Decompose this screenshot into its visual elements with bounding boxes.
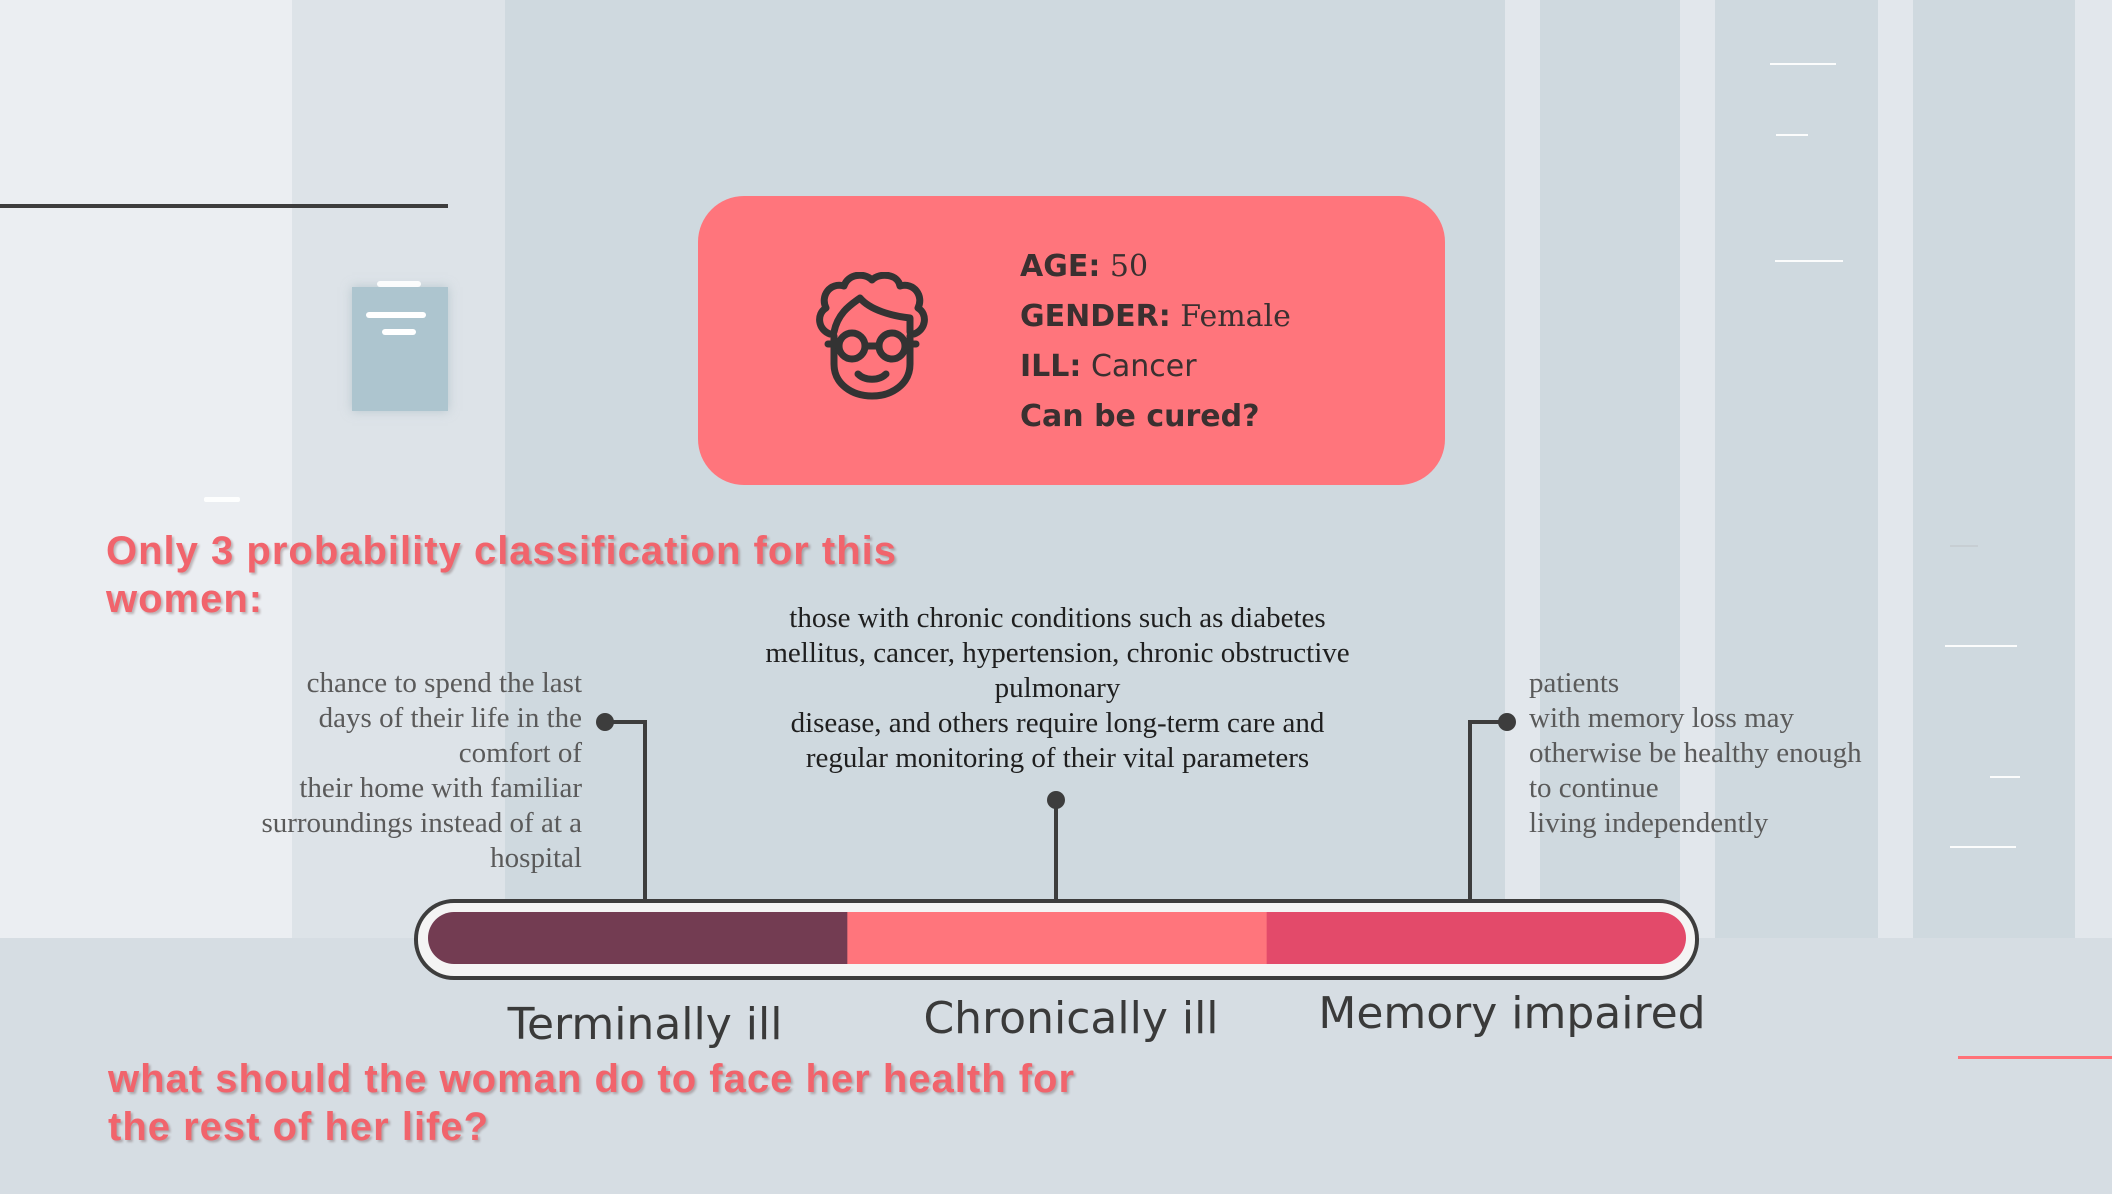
description-line: living independently: [1529, 807, 1769, 839]
ill-value: Cancer: [1090, 349, 1197, 384]
category-label-memory-impaired: Memory impaired: [1318, 988, 1706, 1039]
description-line: with memory loss may: [1529, 702, 1795, 734]
decorative-dash: [1775, 260, 1843, 262]
note-line: [366, 312, 426, 318]
classification-heading: Only 3 probability classification for th…: [106, 529, 898, 621]
background-gap: [1680, 0, 1715, 940]
category-label-chronically-ill: Chronically ill: [923, 993, 1219, 1044]
age-value: 50: [1109, 249, 1149, 284]
category-label-terminally-ill: Terminally ill: [507, 999, 783, 1050]
decorative-dash: [1950, 846, 2016, 848]
ill-row: ILL: Cancer: [1020, 342, 1291, 392]
background-gap: [1505, 0, 1540, 940]
decorative-accent-line: [1958, 1056, 2112, 1059]
question-footer: what should the woman do to face her hea…: [108, 1057, 1076, 1149]
patient-details: AGE: 50 GENDER: Female ILL: Cancer Can b…: [1020, 242, 1291, 442]
background-gap: [1878, 0, 1913, 940]
description-line: to continue: [1529, 772, 1659, 804]
background-panel-left: [0, 0, 292, 940]
bar-segment-terminally-ill: [428, 912, 849, 964]
background-panel-right: [1540, 0, 1680, 940]
decorative-dash: [377, 281, 421, 287]
connector-dot-memory-impaired: [1498, 713, 1516, 731]
connector-terminally-ill: [605, 720, 647, 901]
decorative-dash: [1990, 776, 2020, 778]
note-line: [382, 329, 416, 335]
description-line: hospital: [490, 842, 582, 874]
background-gap: [2075, 0, 2112, 940]
decorative-dash: [204, 497, 240, 502]
connector-dot-chronically-ill: [1047, 791, 1065, 809]
decorative-dash: [1950, 545, 1978, 547]
description-line: pulmonary: [994, 672, 1121, 704]
description-line: surroundings instead of at a: [261, 807, 582, 839]
description-line: mellitus, cancer, hypertension, chronic …: [765, 637, 1350, 669]
background-panel-mid: [292, 0, 505, 940]
gender-value: Female: [1180, 299, 1291, 334]
decorative-dash: [1770, 63, 1836, 65]
description-line: their home with familiar: [299, 772, 582, 804]
wall-note-decoration: [352, 287, 448, 411]
description-line: chance to spend the last: [306, 667, 582, 699]
cure-question: Can be cured?: [1020, 399, 1260, 434]
decorative-dash: [1776, 134, 1808, 136]
connector-dot-terminally-ill: [596, 713, 614, 731]
elderly-woman-glasses-icon: [816, 272, 928, 400]
description-line: patients: [1529, 667, 1620, 699]
description-line: comfort of: [458, 737, 582, 769]
gender-label: GENDER:: [1020, 299, 1171, 334]
decorative-dash: [1945, 645, 2017, 647]
decorative-rule: [0, 204, 448, 208]
chronically-ill-description: those with chronic conditions such as di…: [700, 601, 1415, 776]
background-floor: [0, 938, 2112, 1194]
connector-memory-impaired: [1468, 720, 1507, 901]
bar-segment-memory-impaired: [1266, 912, 1686, 964]
age-row: AGE: 50: [1020, 242, 1291, 292]
bar-segment-chronically-ill: [847, 912, 1268, 964]
age-label: AGE:: [1020, 249, 1101, 284]
description-line: days of their life in the: [318, 702, 582, 734]
patient-info-card: AGE: 50 GENDER: Female ILL: Cancer Can b…: [698, 196, 1445, 485]
description-line: those with chronic conditions such as di…: [789, 602, 1326, 634]
description-line: otherwise be healthy enough: [1529, 737, 1862, 769]
ill-label: ILL:: [1020, 349, 1082, 384]
background-panel-right: [1715, 0, 1878, 940]
gender-row: GENDER: Female: [1020, 292, 1291, 342]
description-line: disease, and others require long-term ca…: [790, 707, 1325, 739]
description-line: regular monitoring of their vital parame…: [805, 742, 1310, 774]
background-panel-right: [1913, 0, 2075, 940]
